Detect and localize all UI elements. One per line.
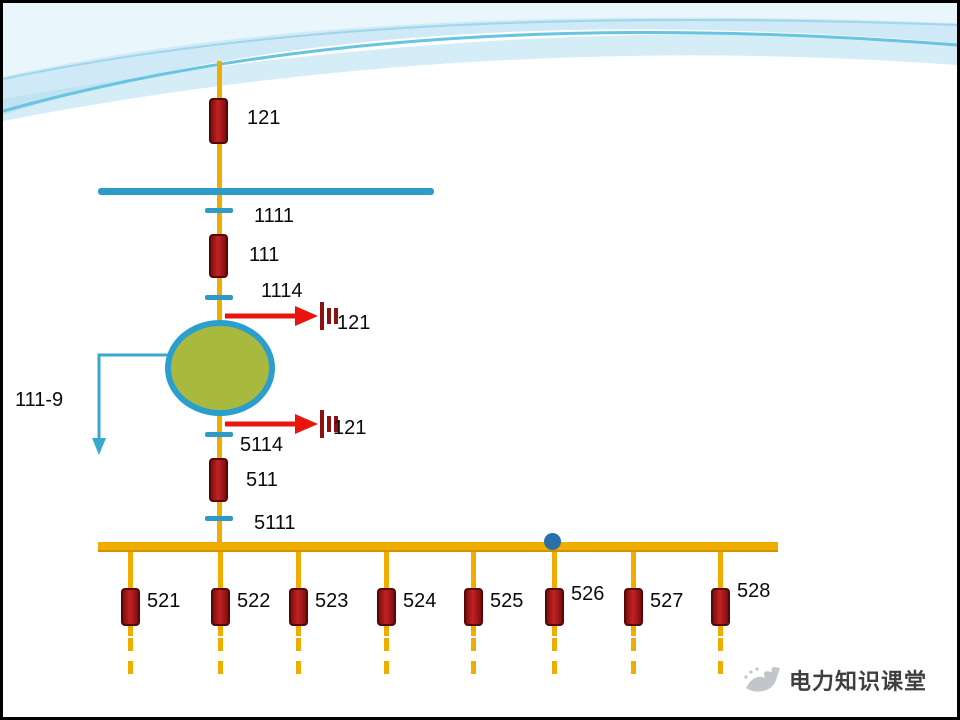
disconnector-5114-label: 5114 — [240, 434, 284, 456]
disconnector-1111-label: 1111 — [254, 205, 295, 227]
feeder-breaker — [624, 588, 643, 626]
feeder-dashed-line — [384, 638, 389, 682]
feeder-breaker — [711, 588, 730, 626]
footer-brand: 电力知识课堂 — [739, 663, 927, 697]
ground-bar-tall — [320, 410, 324, 438]
breaker-121-label: 121 — [247, 107, 281, 129]
arrow-head — [295, 306, 318, 326]
ground-bar-short-2 — [334, 416, 338, 432]
brand-text: 电力知识课堂 — [789, 669, 928, 694]
feeder-label: 528 — [737, 580, 771, 602]
feeder-label: 522 — [237, 590, 271, 612]
ground-arrow-head — [92, 438, 106, 455]
breaker-511-label: 511 — [246, 469, 278, 491]
feeder-dashed-line — [552, 638, 557, 682]
upper-ground-arrow-icon — [225, 302, 338, 330]
feeder-523: 523 — [289, 550, 379, 685]
feeder-dashed-line — [631, 638, 636, 682]
busbar-lower — [98, 542, 778, 552]
feeder-breaker — [211, 588, 230, 626]
disconnector-1111 — [205, 208, 233, 213]
feeder-527: 527 — [624, 550, 714, 685]
ground-bar-tall — [320, 302, 324, 330]
dove-logo-icon — [744, 667, 780, 692]
breaker-121 — [209, 98, 228, 144]
feeder-528: 528 — [711, 550, 801, 685]
disconnector-5114 — [205, 432, 233, 437]
feeder-526: 526 — [545, 550, 635, 685]
lower-ground-label: 121 — [333, 417, 367, 439]
feeder-label: 523 — [315, 590, 349, 612]
feeder-dashed-line — [128, 638, 133, 682]
feeder-breaker — [289, 588, 308, 626]
feeder-522: 522 — [211, 550, 301, 685]
busbar-junction-dot — [544, 533, 561, 550]
transformer-circle — [165, 320, 275, 416]
busbar-upper — [98, 188, 434, 195]
feeder-label: 521 — [147, 590, 181, 612]
feeder-dashed-line — [718, 638, 723, 682]
feeder-breaker — [464, 588, 483, 626]
breaker-511 — [209, 458, 228, 502]
feeder-525: 525 — [464, 550, 554, 685]
upper-ground-label: 121 — [337, 312, 371, 334]
feeder-label: 526 — [571, 583, 605, 605]
disconnector-5111 — [205, 516, 233, 521]
feeder-label: 527 — [650, 590, 684, 612]
feeder-breaker — [121, 588, 140, 626]
ground-bar-short-2 — [334, 308, 338, 324]
feeder-521: 521 — [121, 550, 211, 685]
disconnector-1114 — [205, 295, 233, 300]
wave-decoration — [3, 3, 957, 121]
feeder-breaker — [377, 588, 396, 626]
feeder-dashed-line — [296, 638, 301, 682]
breaker-111-label: 111 — [249, 244, 280, 266]
breaker-111 — [209, 234, 228, 278]
feeder-dashed-line — [218, 638, 223, 682]
arrow-head — [295, 414, 318, 434]
transformer-ground-label: 111-9 — [15, 389, 64, 411]
feeder-dashed-line — [471, 638, 476, 682]
ground-bar-short-1 — [327, 308, 331, 324]
lower-ground-arrow-icon — [225, 410, 338, 438]
feeder-breaker — [545, 588, 564, 626]
feeder-label: 525 — [490, 590, 524, 612]
feeder-label: 524 — [403, 590, 437, 612]
ground-bar-short-1 — [327, 416, 331, 432]
feeder-524: 524 — [377, 550, 467, 685]
disconnector-1114-label: 1114 — [261, 280, 303, 302]
disconnector-5111-label: 5111 — [254, 512, 296, 534]
main-vertical-line — [217, 61, 222, 548]
